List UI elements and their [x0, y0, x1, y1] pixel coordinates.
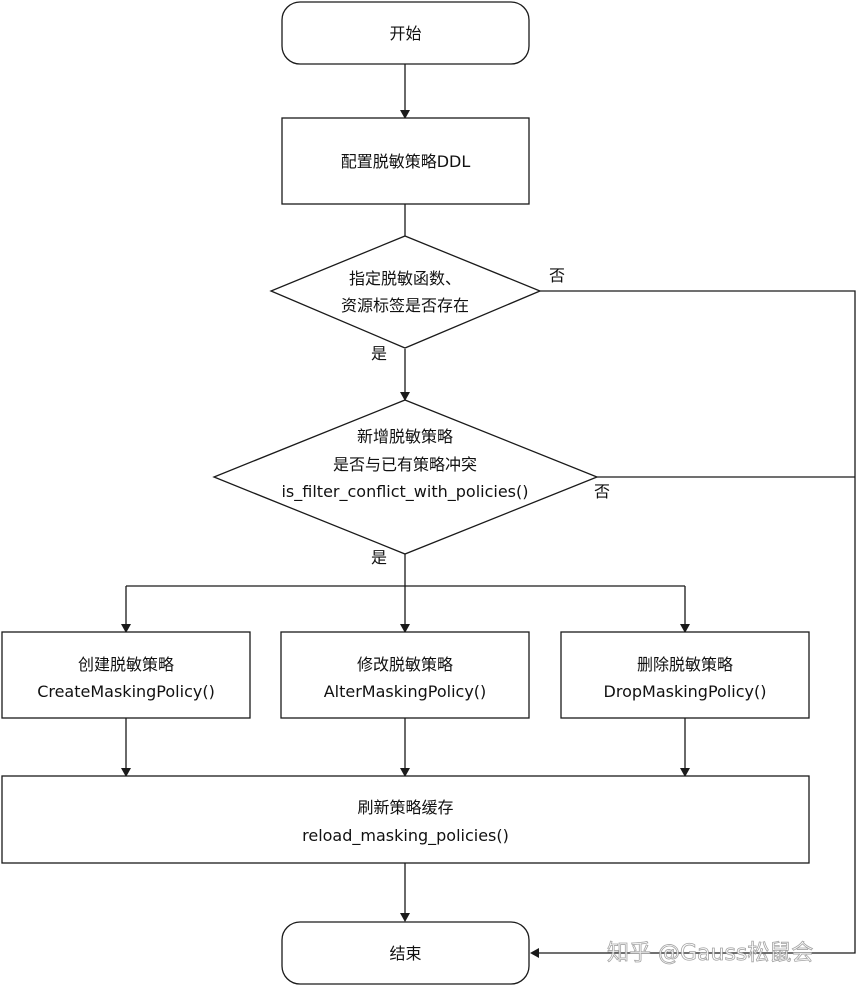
- alter-line2: AlterMaskingPolicy(): [324, 682, 487, 701]
- check1-line1: 指定脱敏函数、: [349, 269, 461, 288]
- check1-no-label: 否: [549, 266, 565, 285]
- node-end: 结束: [281, 921, 530, 985]
- check2-line1: 新增脱敏策略: [357, 427, 453, 446]
- drop-line2: DropMaskingPolicy(): [604, 682, 767, 701]
- node-refresh: 刷新策略缓存 reload_masking_policies(): [1, 775, 810, 864]
- arrowhead: [530, 948, 539, 958]
- check1-diamond: [269, 235, 542, 349]
- node-drop: 删除脱敏策略 DropMaskingPolicy(): [560, 631, 810, 719]
- arrowhead: [680, 624, 690, 633]
- end-terminal: [281, 921, 530, 985]
- config-box: [281, 117, 530, 205]
- refresh-line1: 刷新策略缓存: [357, 798, 453, 817]
- drop-box: [560, 631, 810, 719]
- node-check2: 新增脱敏策略 是否与已有策略冲突 is_filter_conflict_with…: [212, 399, 599, 555]
- check2-diamond: [212, 399, 599, 555]
- check1-line2: 资源标签是否存在: [341, 296, 469, 315]
- end-label: 结束: [389, 944, 421, 963]
- drop-line1: 删除脱敏策略: [637, 655, 733, 674]
- node-config: 配置脱敏策略DDL: [281, 117, 530, 205]
- create-box: [1, 631, 251, 719]
- arrowhead: [400, 913, 410, 922]
- check2-line2: 是否与已有策略冲突: [333, 455, 477, 474]
- arrowhead: [400, 110, 410, 119]
- edge-check1-no-end: [538, 290, 856, 954]
- alter-box: [280, 631, 530, 719]
- arrowhead: [400, 624, 410, 633]
- start-label: 开始: [389, 24, 421, 43]
- arrowhead: [121, 624, 131, 633]
- node-create: 创建脱敏策略 CreateMaskingPolicy(): [1, 631, 251, 719]
- start-terminal: [281, 1, 530, 65]
- node-check1: 指定脱敏函数、 资源标签是否存在: [269, 235, 542, 349]
- alter-line1: 修改脱敏策略: [357, 655, 453, 674]
- arrowhead: [121, 768, 131, 777]
- refresh-box: [1, 775, 810, 864]
- check1-yes-label: 是: [371, 344, 387, 363]
- refresh-line2: reload_masking_policies(): [302, 826, 509, 846]
- watermark: 知乎 @Gauss松鼠会: [607, 941, 813, 966]
- edges: [121, 64, 856, 958]
- check2-no-label: 否: [594, 482, 610, 501]
- create-line1: 创建脱敏策略: [78, 655, 174, 674]
- config-label: 配置脱敏策略DDL: [341, 152, 471, 171]
- arrowhead: [400, 768, 410, 777]
- check2-line3: is_filter_conflict_with_policies(): [281, 482, 528, 502]
- check2-yes-label: 是: [371, 548, 387, 567]
- arrowhead: [680, 768, 690, 777]
- node-start: 开始: [281, 1, 530, 65]
- node-alter: 修改脱敏策略 AlterMaskingPolicy(): [280, 631, 530, 719]
- create-line2: CreateMaskingPolicy(): [37, 682, 215, 701]
- arrowhead: [400, 392, 410, 401]
